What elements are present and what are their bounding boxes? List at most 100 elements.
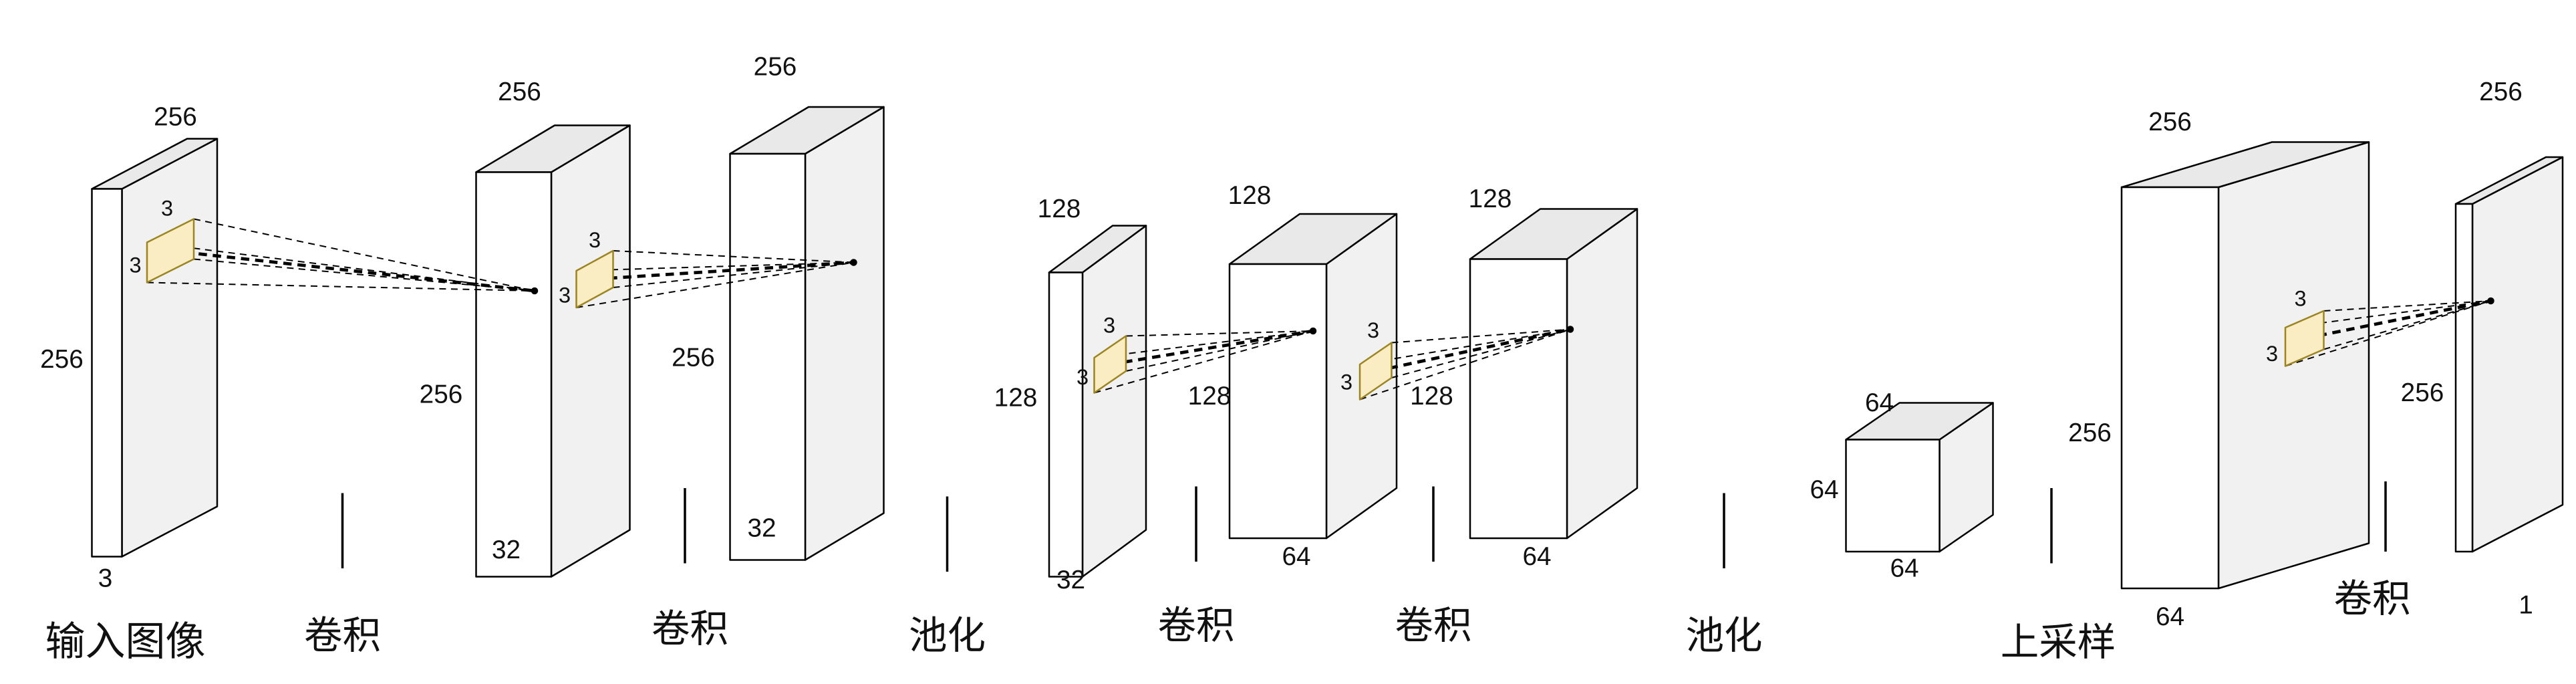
layer-conv3-front-face (1228, 263, 1328, 540)
layer-conv4-dim-label: 128 (1469, 185, 1512, 213)
projection-center-line (1375, 328, 1571, 373)
layers-group: 2562563256256322562563212812832128128641… (40, 53, 2564, 631)
projection-center-line (1109, 329, 1314, 366)
layer-conv4-side-face (1566, 208, 1638, 540)
layer-conv4-dim-label: 64 (1522, 542, 1551, 571)
kernel-size-label: 3 (2266, 342, 2278, 366)
layer-conv2-dim-label: 256 (754, 53, 797, 82)
layer-pool1-front-face (1048, 271, 1084, 578)
projection-line (2323, 300, 2491, 350)
stage-label-conv-3: 卷积 (1158, 604, 1235, 647)
conv-kernel-3 (1093, 335, 1127, 394)
projection-line (1391, 328, 1571, 344)
layer-conv2-side-face (804, 106, 885, 561)
conv-kernel-2 (575, 249, 614, 309)
convergence-dot (1309, 327, 1317, 335)
layer-upsample-dim-label: 64 (2156, 602, 2184, 631)
layer-pool1: 128 128 32 (994, 195, 1147, 594)
conv-kernel-5-group: 33 (2266, 287, 2494, 367)
kernel-size-label: 3 (589, 228, 601, 252)
stage-label-conv-4: 卷积 (1395, 604, 1472, 647)
layer-output-dim-label: 256 (2401, 378, 2444, 407)
layer-output-side-face (2471, 156, 2564, 553)
kernel-size-label: 3 (2294, 287, 2306, 311)
projection-center-line (170, 249, 535, 293)
layer-output-dim-label: 256 (2479, 78, 2523, 106)
layer-input-front-face (91, 188, 123, 558)
convergence-dot (531, 287, 539, 295)
layer-pool1-side-face (1081, 225, 1147, 578)
stage-label-conv-5: 卷积 (2334, 578, 2411, 620)
layer-output-front-face (2454, 203, 2474, 553)
layer-upsample: 256 256 64 (2068, 108, 2370, 631)
projection-line (1359, 328, 1571, 365)
layer-conv4: 128 128 64 (1410, 185, 1638, 571)
kernel-size-label: 3 (1077, 365, 1089, 389)
projection-center-line (2304, 299, 2491, 340)
layer-conv2-dim-label: 256 (672, 344, 715, 372)
layer-pool1-dim-label: 128 (1038, 195, 1081, 223)
projection-line (146, 241, 535, 292)
layer-upsample-dim-label: 256 (2068, 419, 2112, 447)
layer-input: 256 256 3 (40, 103, 219, 593)
layer-conv2: 256 256 32 (672, 53, 885, 561)
stage-label-upsample: 上采样 (2001, 621, 2116, 664)
layer-pool1-dim-label: 128 (994, 384, 1038, 413)
conv-kernel-4-group: 33 (1340, 318, 1574, 401)
stage-label-conv-1: 卷积 (304, 614, 381, 657)
projection-line (2285, 300, 2491, 367)
conv-kernel-2-group: 33 (559, 228, 857, 309)
convergence-dot (850, 259, 857, 266)
layer-output-dim-label: 1 (2519, 590, 2533, 619)
projection-line (146, 281, 535, 292)
projection-line (1391, 328, 1571, 378)
stage-label-input: 输入图像 (45, 619, 206, 664)
layer-conv1-dim-label: 256 (420, 380, 463, 409)
layer-input-dim-label: 256 (40, 345, 84, 374)
layer-conv2-front-face (729, 152, 807, 561)
kernel-size-label: 3 (1367, 318, 1379, 342)
projection-line (1125, 330, 1314, 337)
projection-line (576, 261, 854, 308)
projection-line (1125, 330, 1314, 372)
projection-line (1094, 330, 1314, 394)
layer-conv4-dim-label: 128 (1410, 382, 1453, 411)
layer-pool2-dim-label: 64 (1810, 475, 1838, 504)
layer-conv3-dim-label: 64 (1282, 542, 1310, 571)
conv-kernel-5 (2284, 310, 2325, 367)
layer-conv1-side-face (550, 124, 631, 578)
kernel-size-label: 3 (1340, 370, 1352, 394)
stage-dividers-group (341, 481, 2387, 572)
layer-input-dim-label: 256 (154, 103, 197, 132)
conv-kernel-1-group: 33 (129, 197, 539, 295)
conv-kernel-4 (1358, 342, 1393, 401)
layer-input-dim-label: 3 (98, 564, 113, 592)
layer-conv1-front-face (475, 171, 553, 578)
layer-pool2-dim-label: 64 (1865, 388, 1894, 417)
layer-pool2-front-face (1845, 439, 1941, 553)
convergence-dot (2487, 297, 2494, 305)
stage-label-pool-1: 池化 (909, 614, 986, 657)
layer-conv2-dim-label: 32 (747, 514, 776, 542)
layer-conv3-dim-label: 128 (1188, 382, 1232, 411)
layer-upsample-front-face (2120, 186, 2220, 590)
projection-line (2323, 300, 2491, 312)
layer-upsample-dim-label: 256 (2148, 108, 2192, 136)
layer-pool1-dim-label: 32 (1056, 566, 1085, 594)
layer-conv1-dim-label: 256 (498, 78, 541, 106)
projection-center-line (594, 261, 854, 281)
layer-conv4-front-face (1469, 258, 1568, 540)
stage-label-pool-2: 池化 (1686, 614, 1763, 657)
conv-kernel-3-group: 33 (1077, 314, 1317, 394)
kernel-size-label: 3 (161, 197, 173, 221)
convergence-dot (1566, 326, 1574, 333)
layer-upsample-side-face (2217, 141, 2370, 590)
conv-kernel-1 (146, 218, 195, 283)
projection-line (1359, 328, 1571, 401)
projection-line (193, 258, 535, 292)
layer-pool2-dim-label: 64 (1890, 554, 1918, 582)
